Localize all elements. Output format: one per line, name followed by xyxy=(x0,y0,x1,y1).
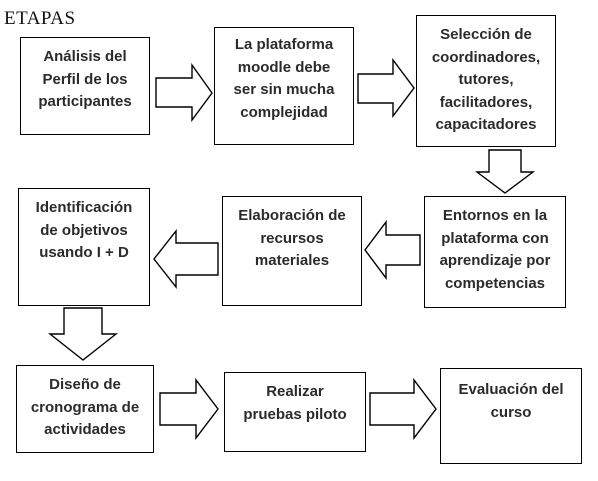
box-elaboracion-recursos: Elaboración de recursos materiales xyxy=(222,196,362,306)
box-plataforma-moodle: La plataforma moodle debe ser sin mucha … xyxy=(214,27,354,145)
arrow-right-1 xyxy=(155,62,213,123)
arrow-right-2 xyxy=(357,57,415,119)
arrow-down-1 xyxy=(474,149,536,194)
box-pruebas-piloto: Realizar pruebas piloto xyxy=(224,372,366,452)
box-entornos-plataforma-text: Entornos en la plataforma con aprendizaj… xyxy=(439,207,551,292)
arrow-left-2 xyxy=(153,228,219,290)
box-evaluacion-curso-text: Evaluación del curso xyxy=(458,381,564,421)
box-seleccion-coordinadores: Selección de coordinadores, tutores, fac… xyxy=(416,15,556,147)
arrow-down-2 xyxy=(47,307,119,361)
box-pruebas-piloto-text: Realizar pruebas piloto xyxy=(243,383,347,423)
arrow-left-1 xyxy=(364,219,421,281)
box-analisis-perfil-text: Análisis del Perfil de los participantes xyxy=(38,48,132,110)
box-identificacion-objetivos-text: Identificación de objetivos usando I + D xyxy=(35,199,133,261)
diagram-title: ETAPAS xyxy=(4,8,76,29)
box-plataforma-moodle-text: La plataforma moodle debe ser sin mucha … xyxy=(233,36,335,121)
arrow-right-3 xyxy=(159,377,219,441)
box-diseno-cronograma-text: Diseño de cronograma de actividades xyxy=(30,376,140,438)
box-identificacion-objetivos: Identificación de objetivos usando I + D xyxy=(18,188,150,306)
box-evaluacion-curso: Evaluación del curso xyxy=(440,368,582,464)
box-diseno-cronograma: Diseño de cronograma de actividades xyxy=(16,365,154,453)
box-elaboracion-recursos-text: Elaboración de recursos materiales xyxy=(238,207,346,269)
arrow-right-4 xyxy=(369,377,437,441)
box-analisis-perfil: Análisis del Perfil de los participantes xyxy=(20,37,150,135)
box-entornos-plataforma: Entornos en la plataforma con aprendizaj… xyxy=(424,196,566,308)
box-seleccion-coordinadores-text: Selección de coordinadores, tutores, fac… xyxy=(431,26,541,133)
